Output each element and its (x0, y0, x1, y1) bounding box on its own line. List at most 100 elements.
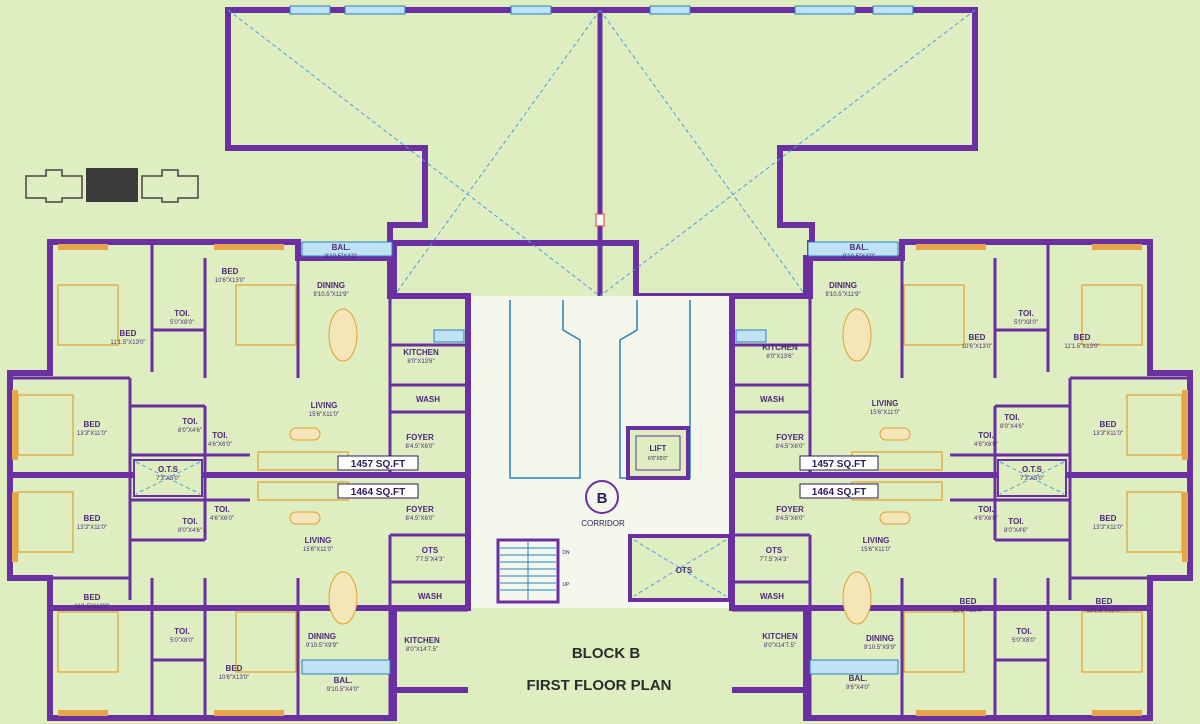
room-label: LIVING (305, 536, 332, 545)
room-label: DINING (829, 281, 857, 290)
room-label: WASH (416, 395, 440, 404)
room-dim: 7'7.5"X4'3" (416, 557, 445, 563)
room-label: LIVING (863, 536, 890, 545)
room-dim: 8'4.5"X6'0" (776, 516, 805, 522)
room-dim: 10'6"X13'0" (215, 278, 246, 284)
lift-dim: 6'0"X5'0" (648, 456, 668, 462)
room-dim: 5'0"X8'0" (1012, 638, 1036, 644)
room-label: BED (84, 514, 101, 523)
area-box (799, 455, 879, 471)
room-label: LIVING (311, 401, 338, 410)
room-dim: 13'3"X11'0" (1093, 431, 1123, 437)
room-dim: 13'3"X11'0" (77, 431, 107, 437)
room-label: BAL. (332, 243, 351, 252)
room-dim: 8'0"X4'6" (1004, 528, 1028, 534)
area-box (799, 483, 879, 499)
room-label: BED (1096, 597, 1113, 606)
room-label: TOI. (174, 627, 189, 636)
stair-dn-label: DN (562, 550, 570, 556)
upper-area-label: 1457 SQ.FT (351, 459, 405, 470)
room-dim: 7'3"X5'0" (1020, 476, 1044, 482)
room-label: TOI. (212, 431, 227, 440)
lower-area-label: 1464 SQ.FT (351, 487, 405, 498)
room-label: FOYER (776, 505, 804, 514)
room-label: BED (1100, 420, 1117, 429)
room-label: KITCHEN (404, 636, 440, 645)
room-label: BED (222, 267, 239, 276)
room-label: BED (960, 597, 977, 606)
room-label: TOI. (1004, 413, 1019, 422)
left-upper-unit-labels: BAL. 9'10.5"X4'0" BED 10'6"X13'0" DINING… (77, 243, 440, 471)
room-label: BAL. (850, 243, 869, 252)
room-dim: 9'10.5"X4'0" (327, 687, 359, 693)
corridor-label: CORRIDOR (581, 519, 625, 528)
room-dim: 8'4.5"X6'0" (776, 444, 805, 450)
room-dim: 9'6"X4'0" (846, 685, 870, 691)
room-dim: 4'6"X6'0" (974, 442, 998, 448)
room-dim: 4'6"X6'0" (208, 442, 232, 448)
room-dim: 8'0"X13'6" (407, 359, 434, 365)
area-box (337, 483, 419, 499)
room-dim: 11'1.5"X13'0" (110, 340, 145, 346)
room-label: O.T.S (158, 465, 179, 474)
room-label: BED (120, 329, 137, 338)
room-dim: 9'10.5"X4'0" (325, 254, 357, 260)
room-label: TOI. (1008, 517, 1023, 526)
room-label: LIVING (872, 399, 899, 408)
room-label: BAL. (849, 674, 868, 683)
room-label: FOYER (406, 505, 434, 514)
room-dim: 9'10.5"X4'0" (843, 254, 875, 260)
room-dim: 8'0"X14'7.5" (764, 643, 796, 649)
room-label: TOI. (182, 517, 197, 526)
room-label: WASH (760, 592, 784, 601)
room-dim: 8'0"X13'6" (766, 354, 793, 360)
room-dim: 11'1.5"X13'0" (1086, 608, 1121, 614)
room-label: DINING (317, 281, 345, 290)
room-dim: 8'4.5"X6'0" (406, 516, 435, 522)
room-label: DINING (308, 632, 336, 641)
room-label: TOI. (182, 417, 197, 426)
room-label: OTS (766, 546, 783, 555)
room-dim: 8'0"X4'6" (178, 428, 202, 434)
room-dim: 5'0"X8'0" (170, 638, 194, 644)
room-dim: 7'3"X5'0" (156, 476, 180, 482)
room-dim: 13'3"X11'0" (77, 525, 107, 531)
room-dim: 11'1.5"X13'0" (1064, 344, 1099, 350)
room-label: TOI. (1018, 309, 1033, 318)
left-wing (7, 239, 471, 721)
room-dim: 15'6"X11'0" (870, 410, 900, 416)
room-label: BED (84, 420, 101, 429)
room-label: O.T.S (1022, 465, 1043, 474)
room-dim: 9'10.5"X9'9" (306, 643, 338, 649)
room-label: KITCHEN (762, 343, 798, 352)
right-upper-unit-labels: BAL. 9'10.5"X4'0" DINING 9'10.5"X11'9" T… (760, 243, 1123, 471)
room-label: TOI. (214, 505, 229, 514)
room-label: TOI. (1016, 627, 1031, 636)
room-label: WASH (418, 592, 442, 601)
left-lower-unit-labels: O.T.S 7'3"X5'0" 1464 SQ.FT BED 13'3"X11'… (74, 465, 444, 693)
room-dim: 13'3"X11'0" (1093, 525, 1123, 531)
room-label: TOI. (978, 505, 993, 514)
stair-up-label: UP (563, 582, 571, 588)
room-dim: 9'10.5"X11'9" (825, 292, 860, 298)
room-dim: 8'0"X4'6" (178, 528, 202, 534)
room-dim: 15'6"X11'0" (861, 547, 891, 553)
lower-area-label: 1464 SQ.FT (812, 487, 866, 498)
room-dim: 8'0"X4'6" (1000, 424, 1024, 430)
room-dim: 10'6"X13'0" (219, 675, 250, 681)
room-label: BAL. (334, 676, 353, 685)
room-label: BED (84, 593, 101, 602)
room-dim: 10'6"X13'0" (962, 344, 993, 350)
room-label: KITCHEN (762, 632, 798, 641)
room-label: TOI. (174, 309, 189, 318)
room-dim: 9'10.5"X11'9" (313, 292, 348, 298)
room-label: FOYER (406, 433, 434, 442)
key-plan-icon (24, 168, 202, 203)
room-dim: 8'4.5"X6'0" (406, 444, 435, 450)
room-dim: 8'0"X14'7.5" (406, 647, 438, 653)
right-lower-unit-labels: O.T.S 7'3"X5'0" 1464 SQ.FT FOYER 8'4.5"X… (760, 465, 1124, 691)
area-box (337, 455, 419, 471)
room-label: BED (969, 333, 986, 342)
room-dim: 15'6"X11'0" (309, 412, 339, 418)
ots-center-label: OTS (676, 566, 693, 575)
